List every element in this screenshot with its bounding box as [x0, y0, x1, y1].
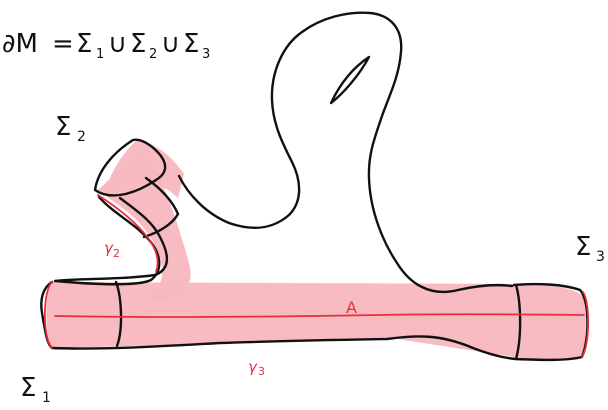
bottom-outer-contour [50, 335, 518, 361]
gamma-2-label: γ [104, 239, 114, 257]
boundary-equation-sigma-2: Σ [130, 29, 146, 59]
boundary-equation-lhs: ∂M [2, 29, 38, 59]
branch-outer-contour [54, 195, 161, 286]
gamma3-curve [54, 313, 585, 318]
sigma-3-subscript: 3 [596, 249, 605, 265]
gamma2-curve [97, 194, 159, 273]
boundary-equation-sigma-3: Σ [183, 29, 199, 59]
boundary-equation-union-1: ∪ [108, 29, 127, 59]
boundary-equation-sub-3: 3 [202, 47, 210, 62]
surface-outline [40, 11, 589, 362]
gamma-2-subscript: 2 [113, 247, 120, 260]
boundary-equation-equals: = [52, 29, 74, 59]
boundary-equation-sigma-1: Σ [76, 29, 92, 59]
sigma-2-label: Σ [55, 112, 71, 142]
sigma3-cap-inner [514, 283, 522, 361]
sigma3-red-boundary [581, 291, 589, 358]
highlighted-region-a [46, 140, 586, 361]
sigma1-red-boundary [44, 281, 53, 349]
gamma-3-label: γ [248, 358, 258, 376]
top-outer-contour [53, 11, 514, 294]
sigma-1-label: Σ [20, 373, 36, 403]
sigma2-cap-outer [93, 138, 167, 197]
gamma-3-subscript: 3 [258, 365, 265, 378]
pink-upper-collar [103, 140, 184, 198]
region-a-label: A [346, 298, 357, 317]
sigma1-collar-edge [114, 280, 123, 348]
sigma-3-label: Σ [575, 232, 591, 262]
boundary-equation-union-2: ∪ [161, 29, 180, 59]
boundary-equation-sub-2: 2 [149, 47, 157, 62]
sigma2-collar-edge [142, 176, 180, 239]
boundary-equation-sub-1: 1 [96, 47, 104, 62]
inner-hole-edge [329, 55, 371, 105]
sigma-1-subscript: 1 [42, 390, 51, 406]
marked-curves [44, 194, 589, 358]
sigma-2-subscript: 2 [77, 129, 86, 145]
